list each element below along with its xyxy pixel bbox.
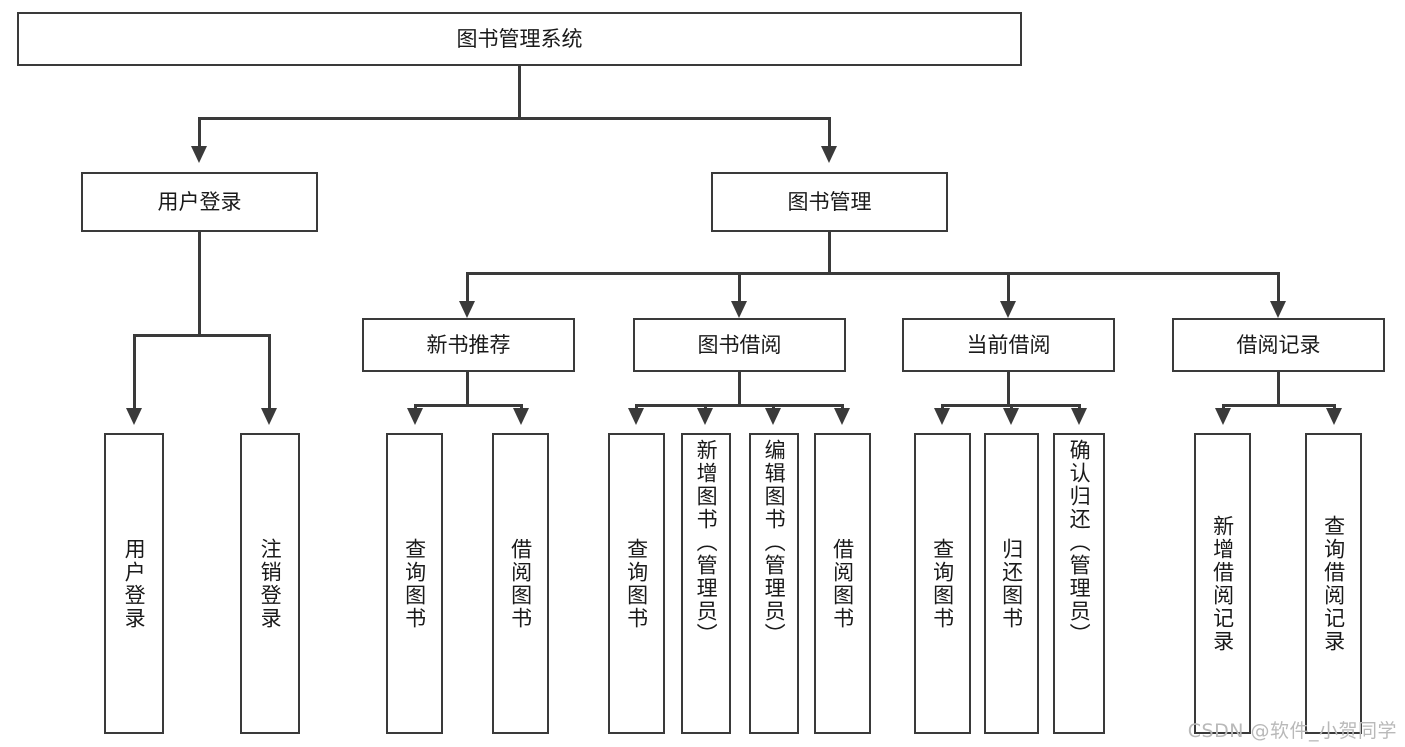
leaf-borrow-book-recommend[interactable]: 借阅图书 [492, 433, 549, 734]
leaf-borrow-book-borrow[interactable]: 借阅图书 [814, 433, 871, 734]
arrow-to-borrow-record [1270, 301, 1286, 318]
edge-drop-book-management [828, 117, 831, 147]
arrow-to-leaf-user-login [126, 408, 142, 425]
node-current-borrow[interactable]: 当前借阅 [902, 318, 1115, 372]
edge-drop-book-borrow [738, 272, 741, 302]
edge-new-book-recommend-bus [414, 404, 522, 407]
arrow-to-leaf-add-book [697, 408, 713, 425]
edge-drop-leaf-logout [268, 334, 271, 409]
arrow-to-book-management [821, 146, 837, 163]
arrow-to-book-borrow [731, 301, 747, 318]
leaf-return-book[interactable]: 归还图书 [984, 433, 1039, 734]
node-new-book-recommend[interactable]: 新书推荐 [362, 318, 575, 372]
edge-drop-borrow-record [1277, 272, 1280, 302]
edge-user-login-bus [133, 334, 270, 337]
arrow-to-leaf-borrow-book-2 [834, 408, 850, 425]
leaf-add-borrow-record[interactable]: 新增借阅记录 [1194, 433, 1251, 734]
edge-borrow-record-bus [1222, 404, 1335, 407]
edge-current-borrow-stem [1007, 372, 1010, 405]
edge-root-stem [518, 66, 521, 118]
edge-book-management-stem [828, 232, 831, 274]
arrow-to-leaf-add-record [1215, 408, 1231, 425]
arrow-to-new-book-recommend [459, 301, 475, 318]
edge-drop-leaf-user-login [133, 334, 136, 409]
node-book-management[interactable]: 图书管理 [711, 172, 948, 232]
arrow-to-leaf-return-book [1003, 408, 1019, 425]
edge-book-borrow-bus [635, 404, 843, 407]
edge-level3-bus [466, 272, 1279, 275]
leaf-edit-book-admin[interactable]: 编辑图书（管理员） [749, 433, 799, 734]
arrow-to-leaf-edit-book [765, 408, 781, 425]
edge-drop-current-borrow [1007, 272, 1010, 302]
edge-drop-user-login [198, 117, 201, 147]
arrow-to-user-login [191, 146, 207, 163]
edge-user-login-stem [198, 232, 201, 335]
leaf-query-book-current[interactable]: 查询图书 [914, 433, 971, 734]
arrow-to-leaf-query-book-2 [628, 408, 644, 425]
leaf-user-login[interactable]: 用户登录 [104, 433, 164, 734]
arrow-to-leaf-query-record [1326, 408, 1342, 425]
leaf-logout[interactable]: 注销登录 [240, 433, 300, 734]
leaf-query-borrow-record[interactable]: 查询借阅记录 [1305, 433, 1362, 734]
arrow-to-leaf-confirm-return [1071, 408, 1087, 425]
watermark-text: CSDN @软件_小贺同学 [1187, 720, 1397, 742]
leaf-query-book-borrow[interactable]: 查询图书 [608, 433, 665, 734]
edge-book-borrow-stem [738, 372, 741, 405]
edge-borrow-record-stem [1277, 372, 1280, 405]
leaf-add-book-admin[interactable]: 新增图书（管理员） [681, 433, 731, 734]
node-user-login[interactable]: 用户登录 [81, 172, 318, 232]
arrow-to-leaf-query-book-1 [407, 408, 423, 425]
edge-new-book-recommend-stem [466, 372, 469, 405]
arrow-to-leaf-borrow-book-1 [513, 408, 529, 425]
arrow-to-leaf-query-book-3 [934, 408, 950, 425]
node-borrow-record[interactable]: 借阅记录 [1172, 318, 1385, 372]
leaf-query-book-recommend[interactable]: 查询图书 [386, 433, 443, 734]
node-root-book-management-system[interactable]: 图书管理系统 [17, 12, 1022, 66]
arrow-to-current-borrow [1000, 301, 1016, 318]
edge-level2-bus [198, 117, 831, 120]
leaf-confirm-return-admin[interactable]: 确认归还（管理员） [1053, 433, 1105, 734]
node-book-borrow[interactable]: 图书借阅 [633, 318, 846, 372]
arrow-to-leaf-logout [261, 408, 277, 425]
edge-drop-new-book-recommend [466, 272, 469, 302]
